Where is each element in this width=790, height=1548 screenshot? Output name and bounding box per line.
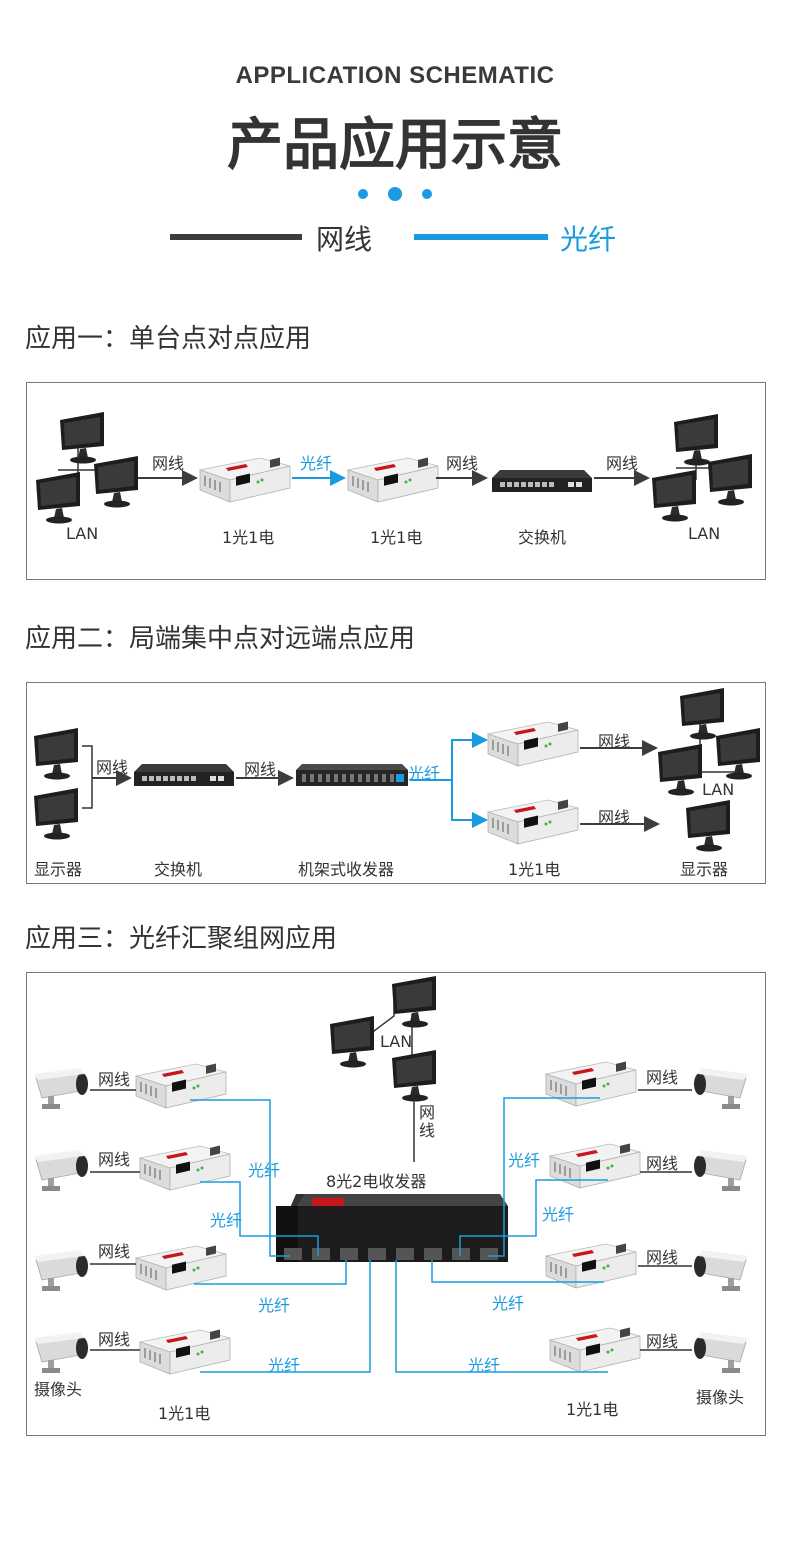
fiber-link — [190, 1097, 608, 1373]
fiber-arrow — [451, 732, 488, 780]
decor-dot — [422, 189, 432, 199]
app3-cable-label: 网线 — [646, 1154, 679, 1173]
camera-icon — [33, 1149, 89, 1192]
decor-dot — [358, 189, 368, 199]
title-en: APPLICATION SCHEMATIC — [235, 62, 555, 89]
app3-fiber-label: 光纤 — [248, 1161, 281, 1180]
app3-cable-label: 网线 — [98, 1330, 131, 1349]
camera-icon — [693, 1149, 749, 1192]
app3-fiber-label: 光纤 — [508, 1151, 541, 1170]
app3-cable-label: 网线 — [98, 1242, 131, 1261]
app3-cable-label: 网线 — [98, 1150, 131, 1169]
app2-display-left: 显示器 — [34, 860, 83, 879]
app3-uplink-label: 网线 — [418, 1103, 435, 1140]
monitor-icon — [392, 1050, 436, 1102]
app2-title: 应用二：局端集中点对远端点应用 — [25, 624, 416, 654]
camera-icon — [33, 1067, 89, 1110]
legend-cable-label: 网线 — [316, 223, 373, 256]
app3-cable-label: 网线 — [646, 1332, 679, 1351]
app3-title: 应用三：光纤汇聚组网应用 — [25, 924, 338, 954]
app3-fiber-label: 光纤 — [258, 1296, 291, 1315]
converter-icon — [139, 1145, 231, 1191]
app2-link3-label: 光纤 — [408, 764, 441, 783]
app3-cable-label: 网线 — [646, 1068, 679, 1087]
app2-lan: LAN — [702, 780, 735, 799]
camera-icon — [693, 1331, 749, 1374]
app3-converter-left: 1光1电 — [158, 1404, 211, 1423]
app1-link4-label: 网线 — [606, 454, 639, 473]
app3-fiber-label: 光纤 — [492, 1294, 525, 1313]
monitor-icon — [392, 976, 436, 1028]
app3-camera-left: 摄像头 — [34, 1380, 83, 1399]
app3-fiber-label: 光纤 — [210, 1211, 243, 1230]
app2-converter: 1光1电 — [508, 860, 561, 879]
app2-link4-label: 网线 — [598, 732, 631, 751]
app3-converter-right: 1光1电 — [566, 1400, 619, 1419]
legend-fiber-line — [414, 234, 548, 240]
app3-cable-label: 网线 — [98, 1070, 131, 1089]
app3-fiber-label: 光纤 — [542, 1205, 575, 1224]
converter-icon — [135, 1063, 227, 1109]
app3-cable-label: 网线 — [646, 1248, 679, 1267]
title-cn: 产品应用示意 — [227, 113, 563, 178]
app1-lan-left: LAN — [66, 524, 99, 543]
camera-icon — [33, 1249, 89, 1292]
hub-transceiver-icon — [276, 1194, 508, 1262]
app2-link5-label: 网线 — [598, 808, 631, 827]
monitor-icon — [330, 1016, 374, 1068]
app1-converter-b: 1光1电 — [370, 528, 423, 547]
app1-converter-a: 1光1电 — [222, 528, 275, 547]
app1-link1-label: 网线 — [152, 454, 185, 473]
app3-fiber-label: 光纤 — [468, 1356, 501, 1375]
camera-icon — [693, 1067, 749, 1110]
app3-hub-label: 8光2电收发器 — [326, 1172, 427, 1191]
app1-lan-right: LAN — [688, 524, 721, 543]
app1-link3-label: 网线 — [446, 454, 479, 473]
app2-link1-label: 网线 — [96, 758, 129, 777]
camera-icon — [693, 1249, 749, 1292]
decor-dot — [388, 187, 402, 201]
converter-icon — [549, 1143, 641, 1189]
app2-link2-label: 网线 — [244, 760, 277, 779]
app2-switch: 交换机 — [154, 860, 203, 879]
legend-cable-line — [170, 234, 302, 240]
fiber-arrow — [451, 780, 488, 828]
app2-rack: 机架式收发器 — [298, 860, 395, 879]
camera-icon — [33, 1331, 89, 1374]
legend-fiber-label: 光纤 — [560, 223, 617, 256]
converter-icon — [549, 1327, 641, 1373]
app1-title: 应用一：单台点对点应用 — [25, 324, 312, 354]
app3-camera-right: 摄像头 — [696, 1388, 745, 1407]
converter-icon — [545, 1061, 637, 1107]
app3-fiber-label: 光纤 — [268, 1356, 301, 1375]
app1-switch: 交换机 — [518, 528, 567, 547]
app1-link2-label: 光纤 — [300, 454, 333, 473]
app2-display-right: 显示器 — [680, 860, 729, 879]
app3-lan: LAN — [380, 1032, 413, 1051]
converter-icon — [139, 1329, 231, 1375]
